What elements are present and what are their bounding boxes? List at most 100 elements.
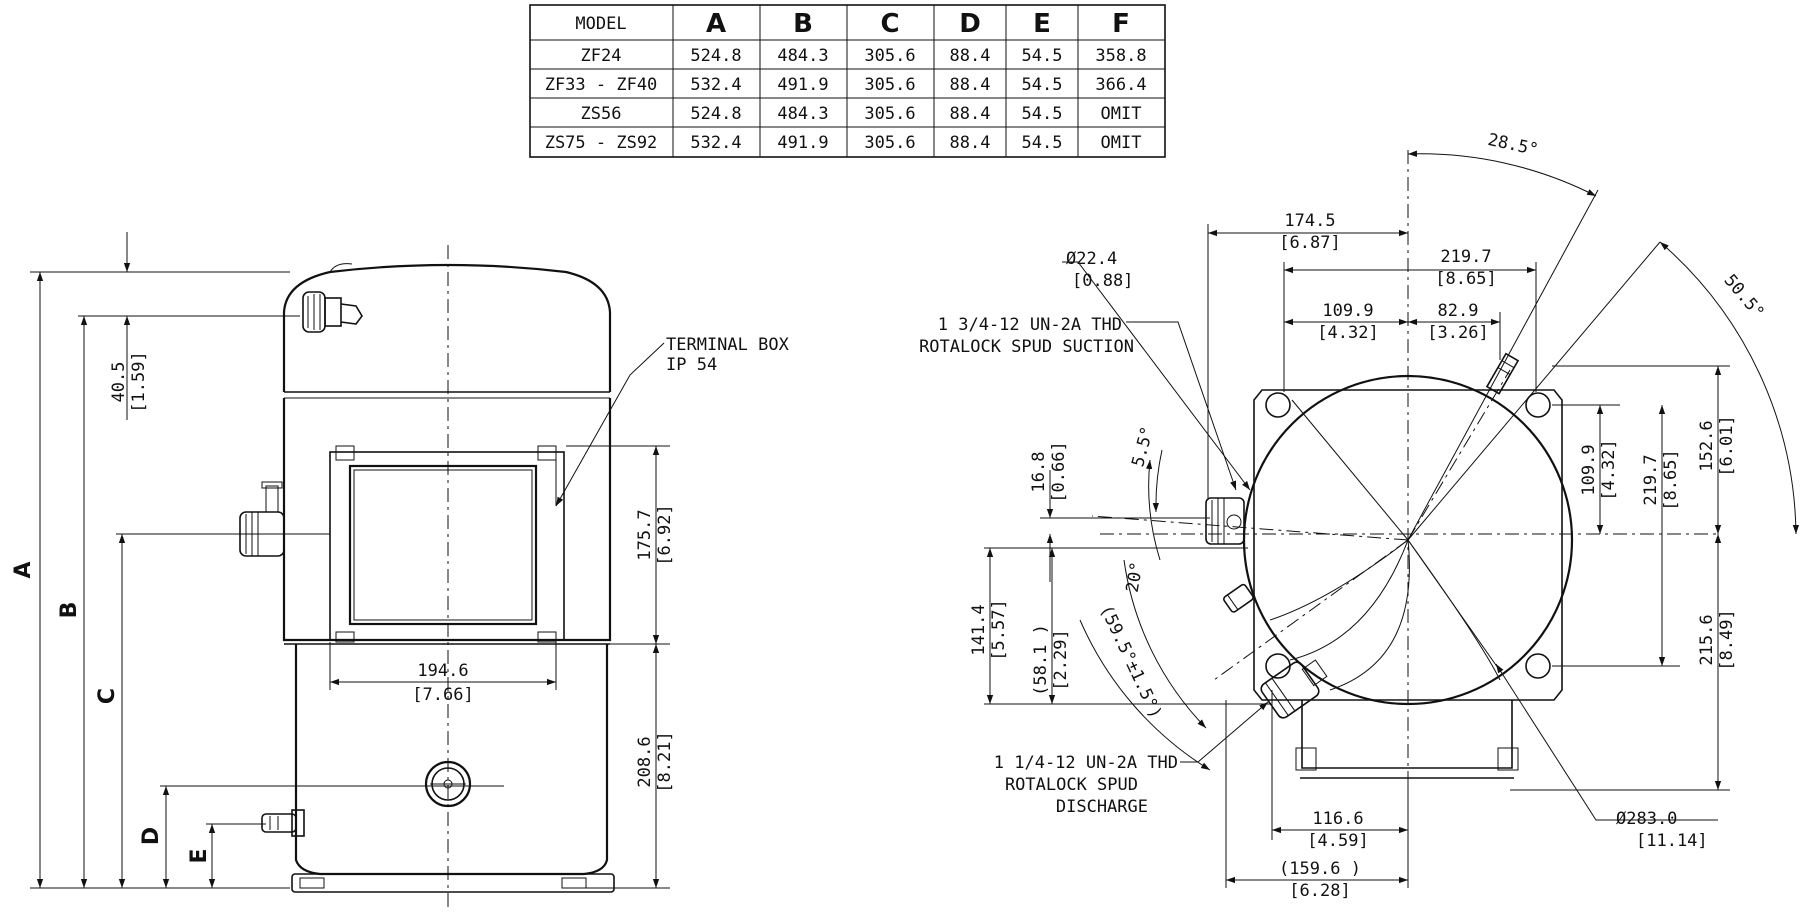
dim-141-4-in: [5.57] — [989, 599, 1009, 660]
angle-50-5: 50.5° — [1720, 271, 1768, 323]
dim-219-7: 219.7 — [1440, 247, 1491, 267]
side-view: A B C D E 40.5 [1.59] 175.7 [6.92] 208.6… — [11, 232, 790, 912]
dim-letter-a: A — [11, 561, 36, 578]
suction-label: 1 3/4-12 UN-2A THD — [938, 315, 1122, 335]
mount-hole — [1265, 392, 1291, 418]
table-row: ZF33 - ZF40 532.4 491.9 305.6 88.4 54.5 … — [545, 75, 1147, 95]
suction-spud-icon — [1205, 497, 1245, 545]
dimension-table: MODEL A B C D E F ZF24 524.8 484.3 305.6… — [529, 4, 1166, 158]
table-cell: 491.9 — [777, 133, 828, 153]
table-cell: 524.8 — [690, 46, 741, 66]
table-cell: OMIT — [1101, 133, 1142, 153]
table-cell: 532.4 — [690, 133, 741, 153]
dim-159-6-in: [6.28] — [1289, 881, 1350, 901]
table-header-c: C — [880, 9, 899, 39]
dim-16-8: 16.8 — [1029, 452, 1049, 493]
angle-28-5: 28.5° — [1486, 130, 1540, 160]
dim-174-5-in: [6.87] — [1279, 233, 1340, 253]
table-cell: 54.5 — [1022, 104, 1063, 124]
dim-letter-e: E — [187, 848, 212, 863]
dim-letter-b: B — [57, 602, 82, 619]
table-cell: 54.5 — [1022, 46, 1063, 66]
table-cell: ZS56 — [581, 104, 622, 124]
mount-hole — [1525, 653, 1551, 679]
table-cell: 88.4 — [950, 46, 991, 66]
table-cell: 305.6 — [864, 133, 915, 153]
dim-141-4: 141.4 — [969, 604, 989, 655]
table-cell: ZF33 - ZF40 — [545, 75, 658, 95]
table-header-f: F — [1112, 9, 1130, 39]
dim-58-1-in: [2.29] — [1051, 629, 1071, 690]
dim-174-5: 174.5 — [1284, 211, 1335, 231]
dim-82-9-in: [3.26] — [1427, 323, 1488, 343]
table-cell: 88.4 — [950, 133, 991, 153]
angle-5-5: 5.5° — [1128, 424, 1158, 469]
discharge-label-2: ROTALOCK SPUD — [1005, 775, 1138, 795]
dia-22-4: Ø22.4 — [1066, 249, 1117, 269]
dim-194-6-in: [7.66] — [412, 685, 473, 705]
side-fitting-icon — [239, 481, 285, 557]
table-cell: 305.6 — [864, 104, 915, 124]
table-cell: 366.4 — [1095, 75, 1146, 95]
dim-40-5: 40.5 — [109, 362, 129, 403]
table-cell: 484.3 — [777, 46, 828, 66]
dim-116-6-in: [4.59] — [1307, 831, 1368, 851]
top-view: 28.5° 50.5° 5.5° 20° (59.5°±1.5°) 174.5 … — [919, 130, 1800, 901]
dim-194-6: 194.6 — [417, 661, 468, 681]
table-row: ZS75 - ZS92 532.4 491.9 305.6 88.4 54.5 … — [545, 133, 1142, 153]
dim-v-219-7: 219.7 — [1641, 454, 1661, 505]
table-header-b: B — [793, 9, 813, 39]
dim-175-7: 175.7 — [635, 509, 655, 560]
dim-82-9: 82.9 — [1438, 301, 1479, 321]
table-cell: ZS75 - ZS92 — [545, 133, 658, 153]
table-row: ZF24 524.8 484.3 305.6 88.4 54.5 358.8 — [581, 46, 1147, 66]
dim-109-9: 109.9 — [1322, 301, 1373, 321]
compressor-upper-shell — [282, 398, 612, 642]
terminal-box-label: TERMINAL BOX — [666, 335, 790, 355]
table-cell: 358.8 — [1095, 46, 1146, 66]
injection-fitting-icon — [1485, 352, 1520, 395]
dim-208-6-in: [8.21] — [655, 731, 675, 792]
suction-label-2: ROTALOCK SPUD SUCTION — [919, 337, 1134, 357]
dim-215-6: 215.6 — [1697, 614, 1717, 665]
dia-283-in: [11.14] — [1636, 831, 1708, 851]
terminal-box — [329, 445, 565, 643]
dia-283: Ø283.0 — [1616, 809, 1677, 829]
table-header-e: E — [1033, 9, 1051, 39]
mount-hole — [1525, 392, 1551, 418]
dim-58-1: (58.1 ) — [1031, 624, 1051, 696]
dim-letter-d: D — [139, 827, 164, 845]
dim-152-6-in: [6.01] — [1717, 415, 1737, 476]
table-header-model: MODEL — [575, 14, 626, 34]
dim-175-7-in: [6.92] — [655, 504, 675, 565]
table-header-a: A — [706, 9, 726, 39]
table-cell: ZF24 — [581, 46, 622, 66]
table-cell: 305.6 — [864, 75, 915, 95]
table-cell: 524.8 — [690, 104, 741, 124]
compressor-base — [291, 873, 615, 893]
dim-208-6: 208.6 — [635, 736, 655, 787]
table-cell: 305.6 — [864, 46, 915, 66]
process-fitting-icon — [1223, 583, 1254, 613]
angle-20: 20° — [1123, 560, 1148, 594]
dim-16-8-in: [0.66] — [1049, 441, 1069, 502]
table-cell: 54.5 — [1022, 133, 1063, 153]
dim-109-9-in: [4.32] — [1317, 323, 1378, 343]
table-cell: 88.4 — [950, 75, 991, 95]
table-cell: 532.4 — [690, 75, 741, 95]
suction-fitting-icon — [302, 291, 363, 333]
dim-v-109-9: 109.9 — [1579, 444, 1599, 495]
table-header-d: D — [959, 9, 981, 39]
dim-116-6: 116.6 — [1312, 809, 1363, 829]
table-cell: 54.5 — [1022, 75, 1063, 95]
table-cell: 88.4 — [950, 104, 991, 124]
dim-letter-c: C — [95, 688, 120, 704]
table-cell: 484.3 — [777, 104, 828, 124]
terminal-box-ip-label: IP 54 — [666, 355, 717, 375]
table-cell: 491.9 — [777, 75, 828, 95]
discharge-spud-icon — [1260, 659, 1328, 719]
dim-v-109-9-in: [4.32] — [1599, 439, 1619, 500]
dim-v-219-7-in: [8.65] — [1661, 449, 1681, 510]
dim-219-7-in: [8.65] — [1435, 269, 1496, 289]
